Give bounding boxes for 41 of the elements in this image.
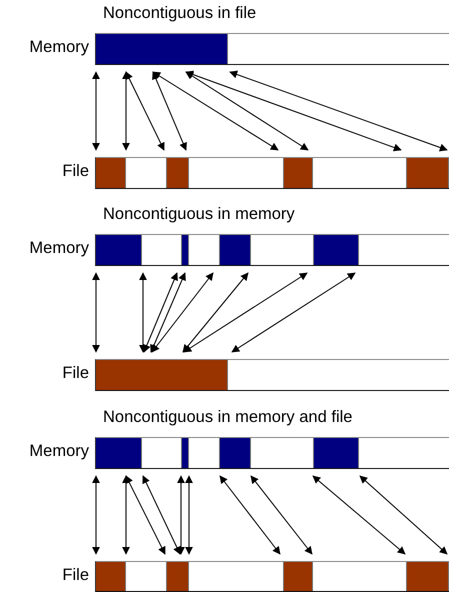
- double-arrow: [182, 272, 248, 353]
- section-title: Noncontiguous in memory: [103, 205, 295, 224]
- double-arrow: [231, 272, 356, 352]
- double-arrow: [92, 272, 100, 353]
- storage-bar: [95, 33, 449, 65]
- double-arrow: [229, 70, 448, 152]
- storage-bar: [95, 437, 449, 469]
- double-arrow: [359, 475, 448, 555]
- double-arrow: [152, 72, 279, 150]
- double-arrow: [185, 70, 402, 152]
- double-arrow: [126, 71, 164, 151]
- section-title: Noncontiguous in file: [103, 4, 256, 23]
- double-arrow: [92, 475, 100, 555]
- double-arrow: [122, 71, 130, 151]
- storage-bar: [95, 359, 449, 391]
- storage-bar: [95, 561, 449, 592]
- double-arrow: [150, 272, 186, 353]
- storage-bar: [95, 157, 449, 189]
- row-label: File: [62, 566, 89, 585]
- double-arrow: [177, 475, 185, 555]
- double-arrow: [250, 475, 312, 555]
- row-label: Memory: [29, 38, 89, 57]
- storage-bar: [95, 234, 449, 266]
- double-arrow: [152, 272, 214, 353]
- double-arrow: [139, 272, 147, 353]
- row-label: Memory: [29, 239, 89, 258]
- double-arrow: [312, 475, 406, 555]
- row-label: Memory: [29, 442, 89, 461]
- double-arrow: [152, 71, 187, 151]
- double-arrow: [142, 475, 181, 555]
- double-arrow: [183, 272, 308, 352]
- row-label: File: [62, 364, 89, 383]
- double-arrow: [185, 475, 193, 555]
- section-title: Noncontiguous in memory and file: [103, 408, 352, 427]
- double-arrow: [143, 272, 178, 353]
- double-arrow: [122, 475, 130, 555]
- row-label: File: [62, 162, 89, 181]
- double-arrow: [126, 475, 166, 555]
- double-arrow: [92, 71, 100, 151]
- double-arrow: [185, 72, 309, 150]
- double-arrow: [220, 475, 280, 555]
